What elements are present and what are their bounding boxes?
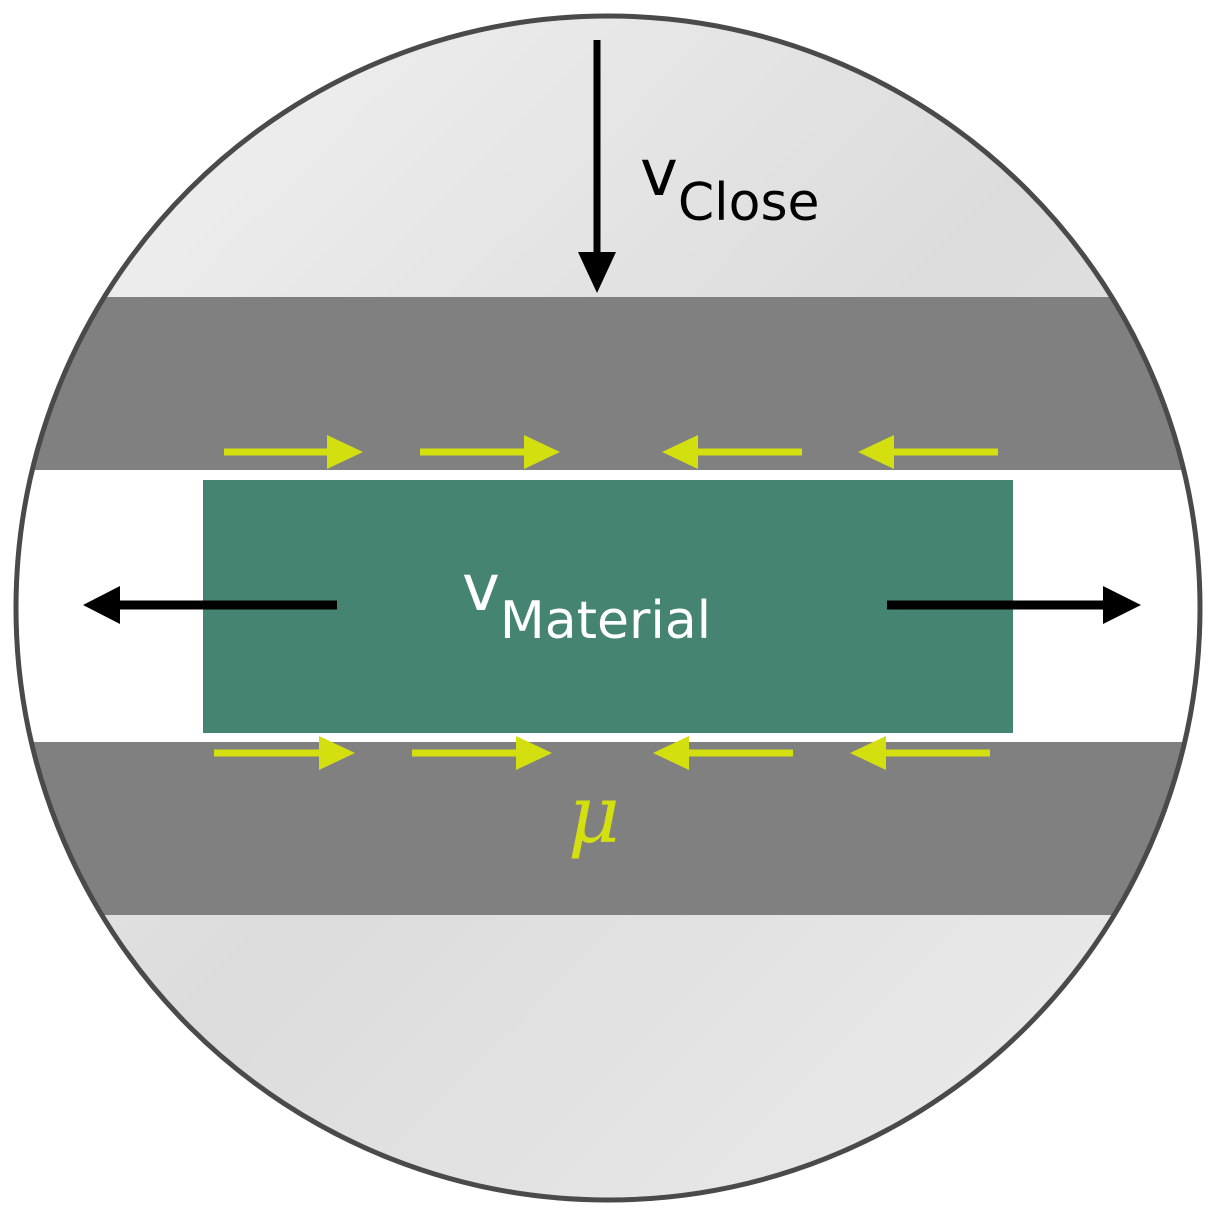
v-material-subscript: Material (500, 591, 711, 651)
material-right-arrow-icon (887, 586, 1141, 624)
v-material-label: vMaterial (462, 552, 711, 651)
close-velocity-arrow-icon (578, 40, 616, 293)
v-close-subscript: Close (678, 173, 820, 233)
v-material-main: v (462, 552, 500, 626)
lower-plate (16, 742, 1200, 915)
material-left-arrow-icon (83, 586, 337, 624)
upper-plate (16, 297, 1200, 470)
material-block (203, 480, 1013, 733)
v-close-main: v (640, 137, 678, 211)
friction-arrow-left-icon (858, 435, 998, 469)
friction-arrow-left-icon (850, 736, 990, 770)
friction-arrow-right-icon (420, 435, 560, 469)
lens-rim (13, 13, 1203, 1203)
friction-arrow-right-icon (214, 736, 355, 770)
friction-arrow-right-icon (412, 736, 552, 770)
friction-coefficient-label: μ (568, 768, 620, 861)
friction-arrows (214, 435, 998, 770)
v-close-label: vClose (640, 137, 820, 233)
friction-arrow-left-icon (653, 736, 793, 770)
friction-arrow-left-icon (662, 435, 802, 469)
friction-arrow-right-icon (224, 435, 363, 469)
